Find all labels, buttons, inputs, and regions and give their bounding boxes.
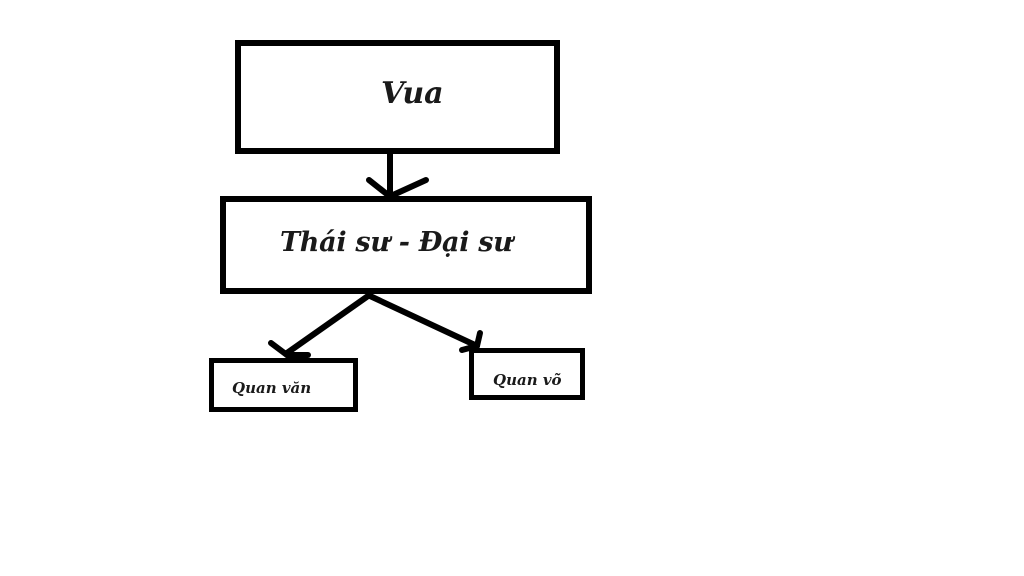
node-quan-van [209, 358, 358, 412]
arrow-middle-to-right [367, 293, 483, 353]
node-vua [235, 40, 560, 154]
node-quan-van-label: Quan văn [232, 379, 312, 397]
node-vua-label: Vua [381, 76, 444, 111]
node-quan-vo-label: Quan võ [493, 371, 562, 389]
node-thai-su-dai-su [220, 196, 592, 294]
node-thai-su-dai-su-label: Thái sư - Đại sư [280, 227, 513, 258]
node-quan-vo [469, 348, 585, 400]
arrow-top-to-middle [366, 151, 429, 198]
arrow-middle-to-left [268, 293, 371, 358]
